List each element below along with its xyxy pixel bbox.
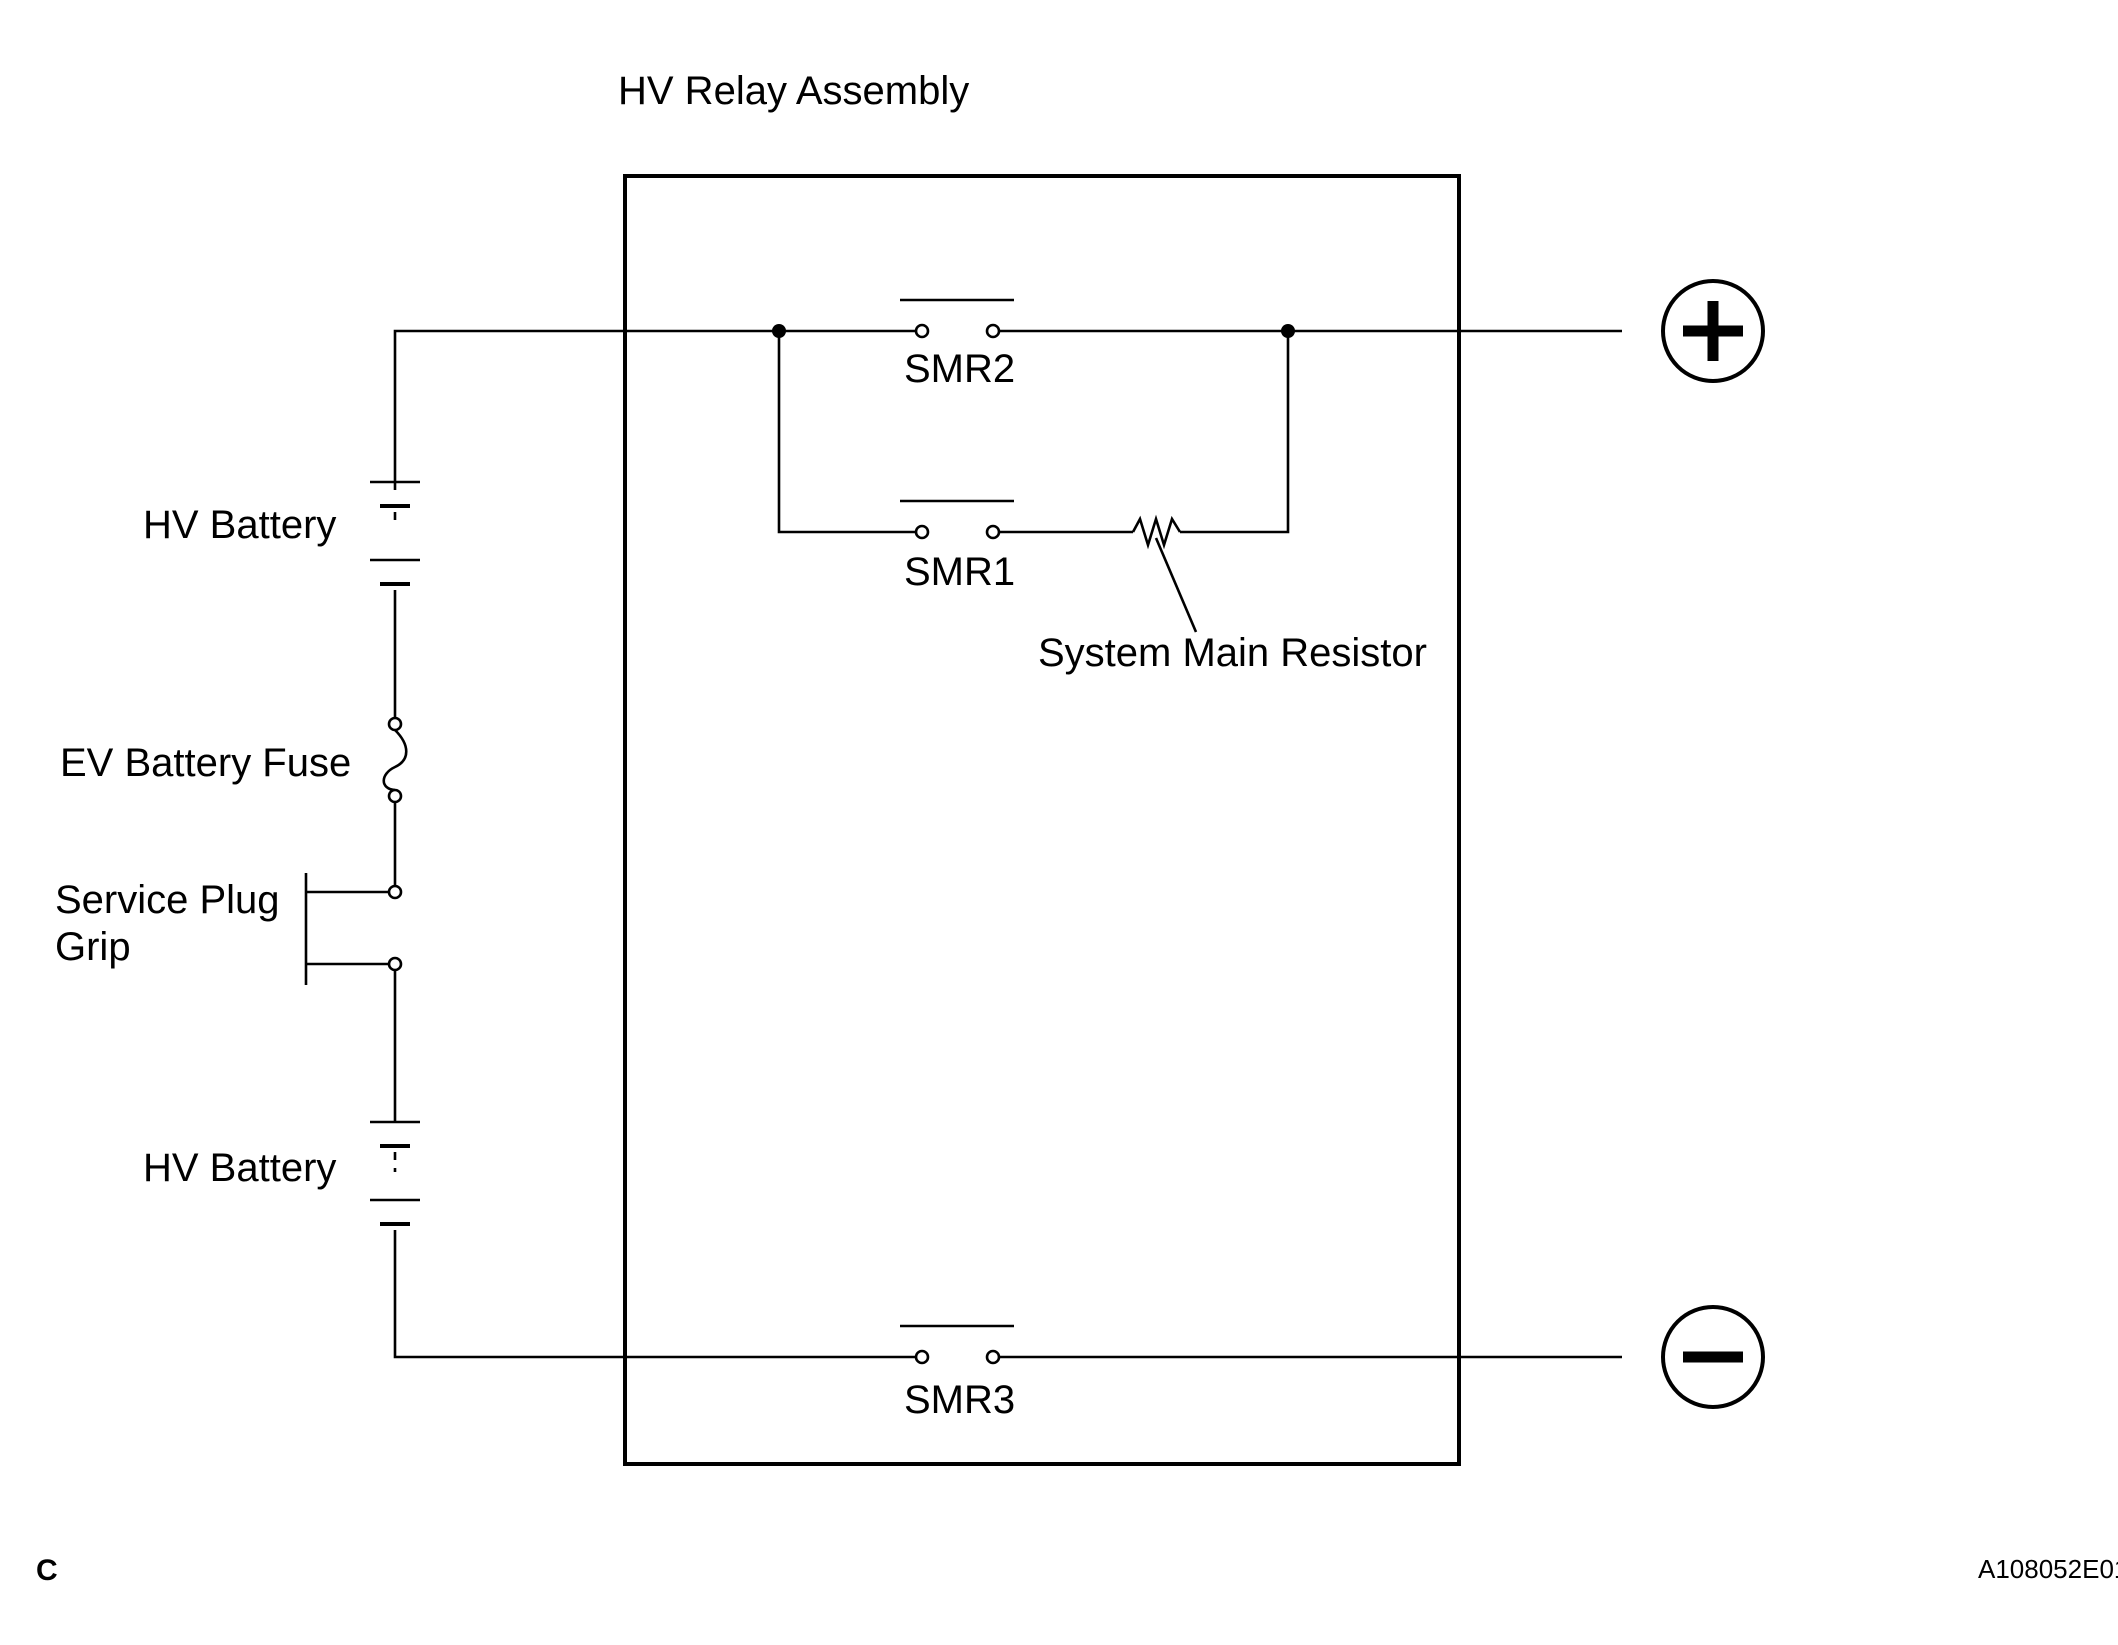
plus-terminal-icon: [1661, 279, 1765, 383]
figure-id: A108052E01: [1978, 1554, 2118, 1584]
hv-battery-top-symbol: [370, 480, 420, 718]
service-plug-label-line2: Grip: [55, 925, 131, 969]
smr2-label: SMR2: [904, 347, 1015, 391]
service-plug-grip-symbol: [304, 873, 403, 1122]
smr2-relay: [900, 298, 1014, 339]
smr1-relay: [900, 499, 1014, 540]
hv-battery-bottom-symbol: [370, 1120, 420, 1226]
diagram-title: HV Relay Assembly: [618, 69, 969, 113]
smr3-relay: [900, 1324, 1014, 1365]
ev-battery-fuse-label: EV Battery Fuse: [60, 741, 351, 785]
smr3-label: SMR3: [904, 1378, 1015, 1422]
hv-battery-bottom-label: HV Battery: [143, 1146, 336, 1190]
footer-code-left: C: [36, 1554, 58, 1587]
relay-assembly-box: [623, 174, 1461, 1466]
precharge-branch: [777, 331, 1290, 550]
smr1-label: SMR1: [904, 550, 1015, 594]
negative-line: [393, 1230, 1622, 1359]
system-main-resistor-label: System Main Resistor: [1038, 631, 1427, 675]
hv-battery-top-label: HV Battery: [143, 503, 336, 547]
service-plug-label-line1: Service Plug: [55, 878, 280, 922]
resistor-leader-line: [1154, 537, 1198, 633]
ev-battery-fuse-symbol: [382, 716, 408, 886]
minus-terminal-icon: [1661, 1305, 1765, 1409]
